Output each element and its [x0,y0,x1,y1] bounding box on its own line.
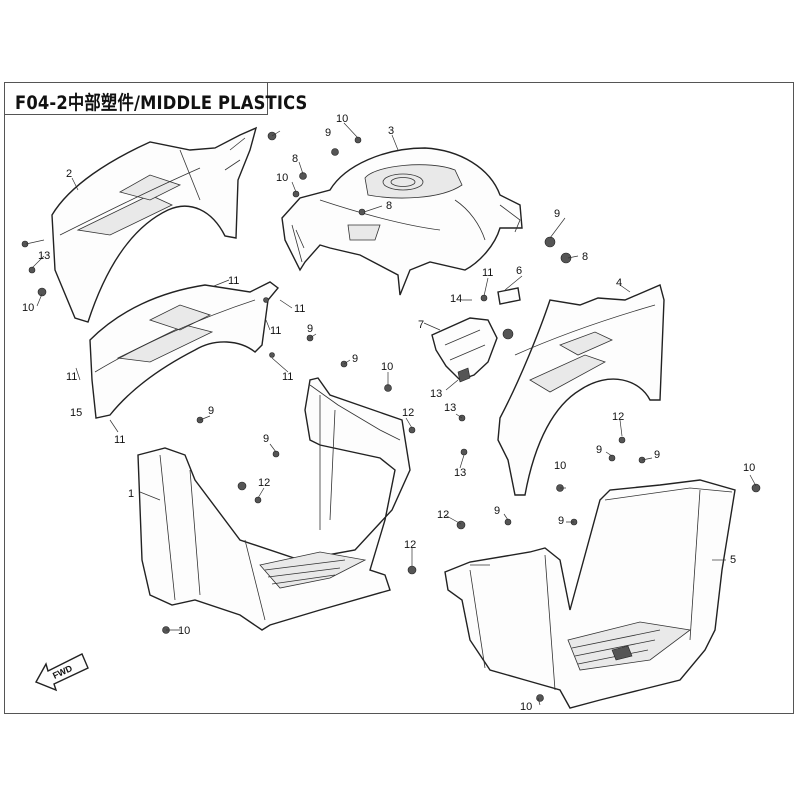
leader-lines [25,122,757,706]
callout-8: 8 [386,200,392,212]
part-4-right-front-fender [497,284,665,496]
callout-12: 12 [402,407,414,419]
callout-10: 10 [381,361,393,373]
callout-15: 15 [70,407,82,419]
diagram-frame [4,82,794,714]
callout-9: 9 [263,433,269,445]
callout-9: 9 [307,323,313,335]
callout-9: 9 [596,444,602,456]
callout-11: 11 [66,371,77,383]
callout-10: 10 [276,172,288,184]
callout-13: 13 [444,402,456,414]
callout-10: 10 [336,113,348,125]
part-3-center-panel [281,147,523,296]
callout-8: 8 [582,251,588,263]
callout-9: 9 [208,405,214,417]
callout-11: 11 [294,303,305,315]
part-7-bracket [431,317,498,383]
callout-13: 13 [430,388,442,400]
callout-13: 13 [454,467,466,479]
callout-11: 11 [270,325,281,337]
callout-12: 12 [404,539,416,551]
part-5-right-footwell [444,479,736,709]
callout-10: 10 [22,302,34,314]
title-box: F04-2中部塑件/MIDDLE PLASTICS [4,82,307,115]
callout-12: 12 [612,411,624,423]
part-6-clip [497,287,521,305]
callout-1: 1 [128,488,134,500]
callout-labels: 1 2 3 4 5 6 7 8 8 8 9 9 9 9 9 9 9 9 9 9 … [22,113,755,713]
callout-10: 10 [178,625,190,637]
callout-8: 8 [292,153,298,165]
callout-14: 14 [450,293,462,305]
callout-13: 13 [38,250,50,262]
callout-5: 5 [730,554,736,566]
callout-11: 11 [282,371,293,383]
callout-10: 10 [520,701,532,713]
callout-2: 2 [66,168,72,180]
callout-9: 9 [654,449,660,461]
fwd-arrow [35,653,89,692]
callout-12: 12 [437,509,449,521]
callout-11: 11 [114,434,125,446]
part-1-left-footwell [137,377,411,631]
callout-7: 7 [418,319,424,331]
callout-9: 9 [558,515,564,527]
callout-9: 9 [494,505,500,517]
callout-9: 9 [352,353,358,365]
callout-4: 4 [616,277,622,289]
callout-12: 12 [258,477,270,489]
callout-11: 11 [228,275,239,287]
callout-11: 11 [482,267,493,279]
callout-3: 3 [388,125,394,137]
callout-10: 10 [743,462,755,474]
callout-9: 9 [325,127,331,139]
callout-9: 9 [554,208,560,220]
part-2-left-front-fender [51,126,258,323]
callout-6: 6 [516,265,522,277]
callout-10: 10 [554,460,566,472]
diagram-title: F04-2中部塑件/MIDDLE PLASTICS [15,92,308,114]
part-15-left-inner-panel [89,281,280,419]
